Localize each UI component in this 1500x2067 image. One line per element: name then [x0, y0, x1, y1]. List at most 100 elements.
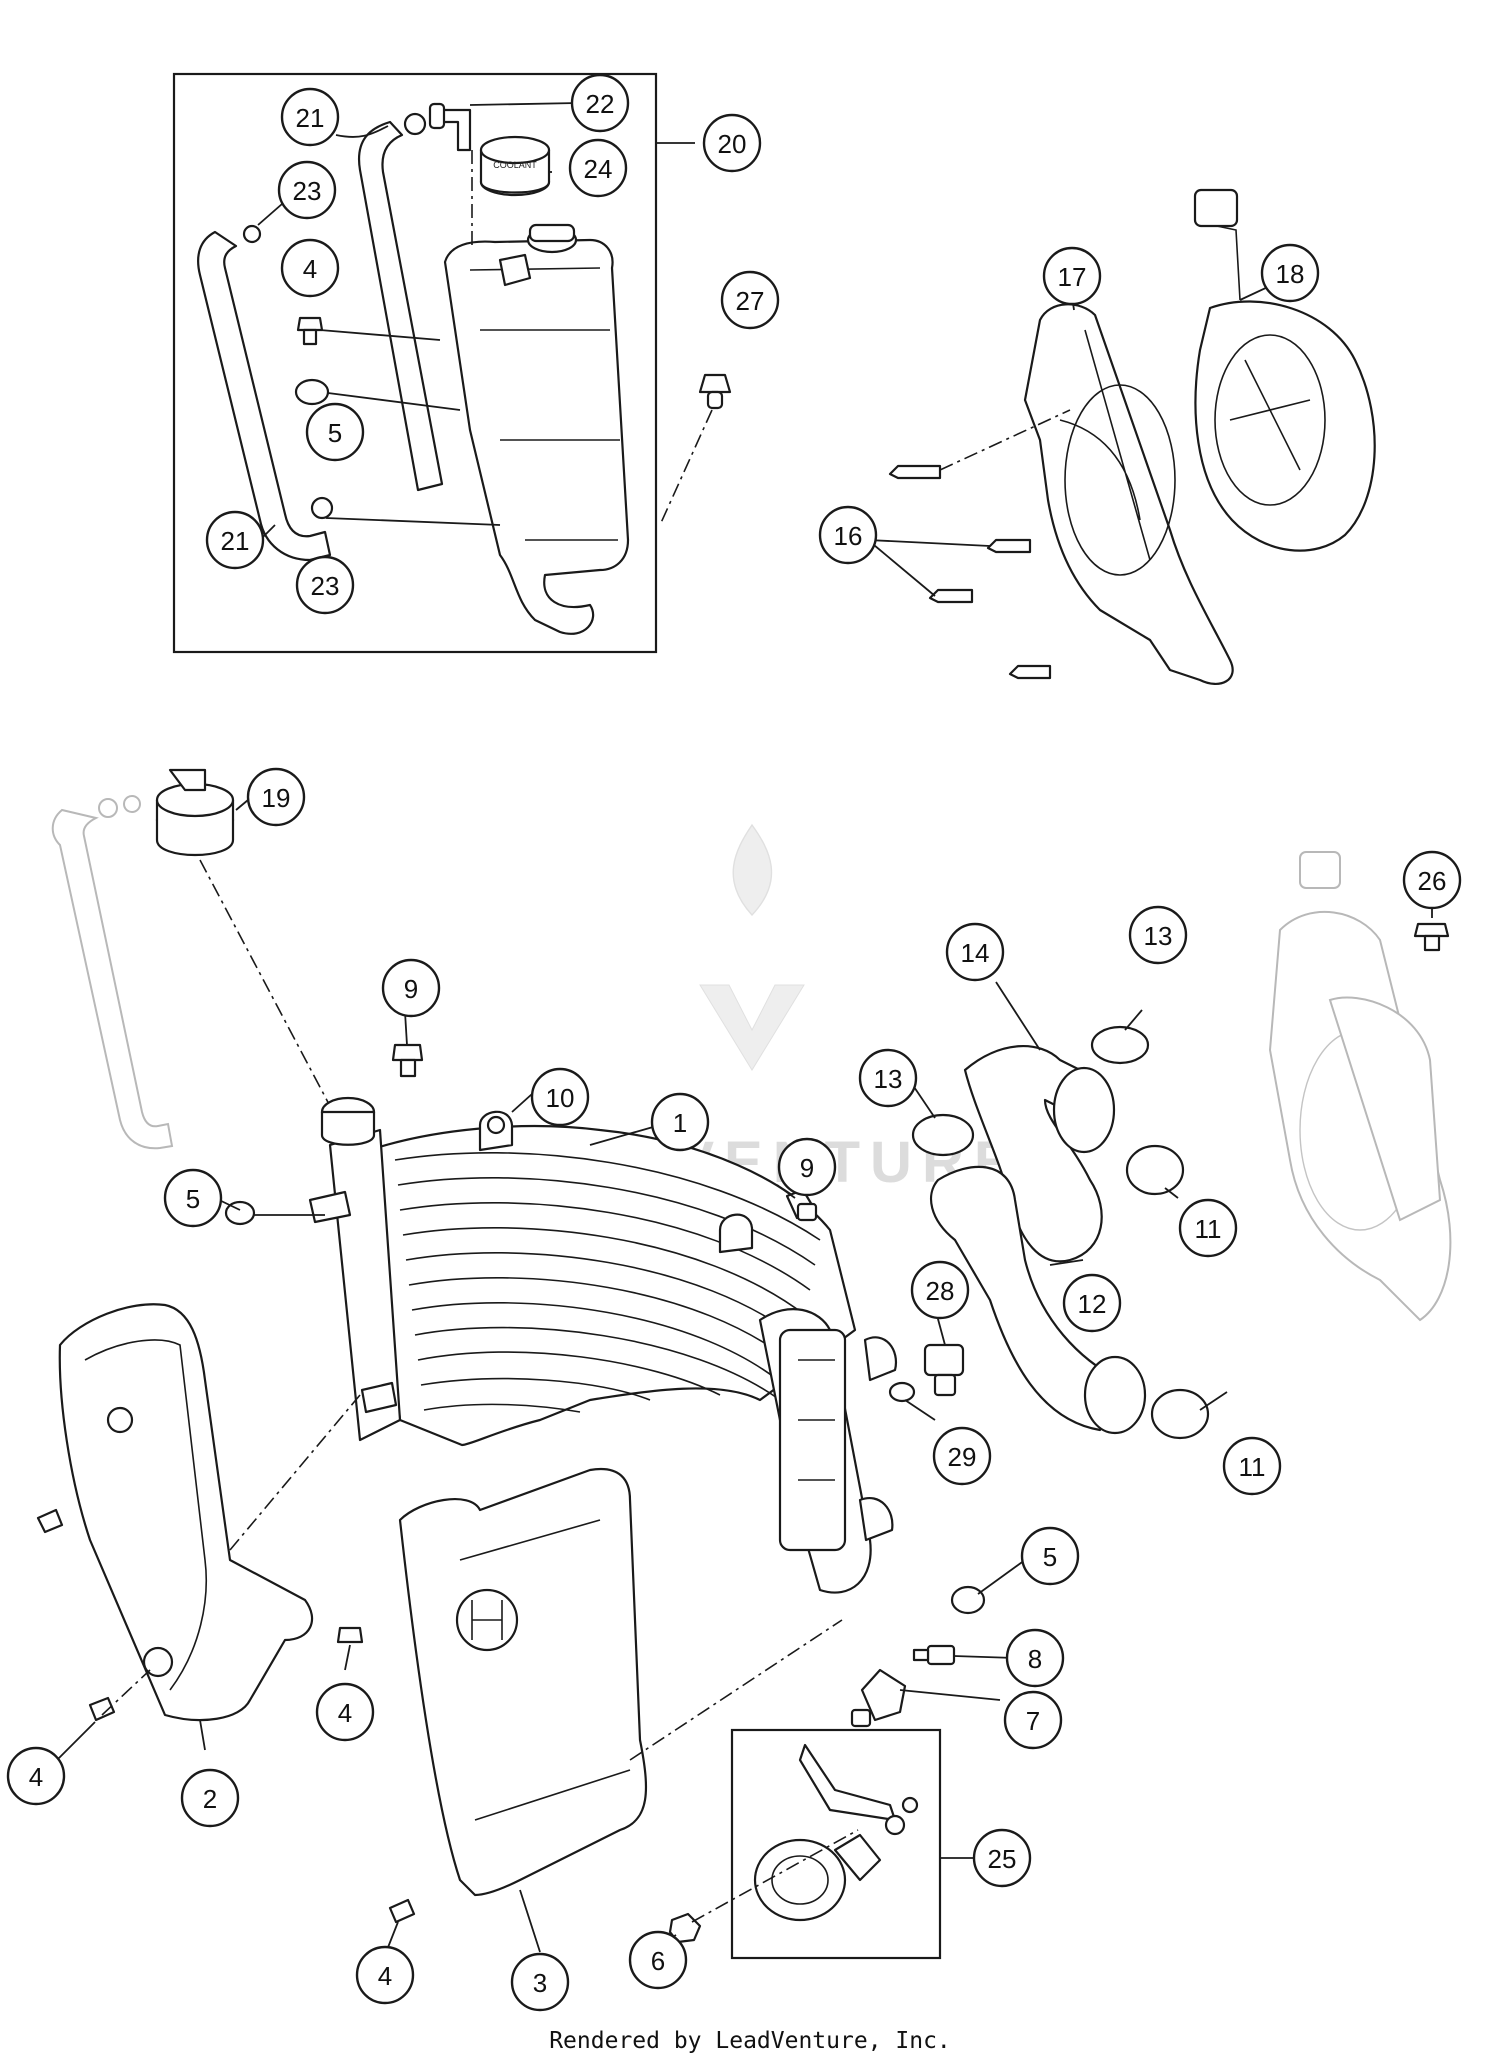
- callout-number: 12: [1078, 1289, 1107, 1319]
- radiator-front-cover: [398, 1467, 648, 1897]
- callout-number: 26: [1418, 866, 1447, 896]
- callout-4: 4: [355, 1945, 415, 2005]
- callout-circle: [1003, 1690, 1063, 1750]
- callout-circle: [163, 1168, 223, 1228]
- callout-circle: [280, 238, 340, 298]
- radiator-side-shroud: [58, 1303, 314, 1722]
- callout-circle: [1005, 1628, 1065, 1688]
- callout-9: 9: [381, 958, 441, 1018]
- overflow-hose-left: [197, 230, 332, 562]
- render-credit: Rendered by LeadVenture, Inc.: [549, 2028, 951, 2054]
- callout-23: 23: [295, 555, 355, 615]
- callout-4: 4: [6, 1746, 66, 1806]
- radiator-cap: [155, 768, 235, 856]
- shroud-bolts: [36, 1508, 416, 1924]
- callout-number: 10: [546, 1083, 575, 1113]
- callout-number: 23: [311, 571, 340, 601]
- callout-19: 19: [246, 767, 306, 827]
- callout-11: 11: [1222, 1436, 1282, 1496]
- callout-circle: [381, 958, 441, 1018]
- coolant-cap: COOLANT: [479, 135, 551, 197]
- radiator-lower-bolt: [912, 1644, 956, 1666]
- callout-20: 20: [702, 113, 762, 173]
- callout-circle: [1062, 1273, 1122, 1333]
- callout-circle: [510, 1952, 570, 2012]
- callout-4: 4: [315, 1682, 375, 1742]
- callout-number: 21: [221, 526, 250, 556]
- callout-number: 13: [1144, 921, 1173, 951]
- callout-number: 9: [800, 1153, 814, 1183]
- radiator-fins: [394, 1151, 821, 1413]
- radiator: [308, 1096, 898, 1594]
- callout-circle: [720, 270, 780, 330]
- callout-circle: [777, 1137, 837, 1197]
- callout-27: 27: [720, 270, 780, 330]
- callout-circle: [280, 87, 340, 147]
- callout-number: 14: [961, 938, 990, 968]
- horn: [753, 1743, 919, 1922]
- callout-8: 8: [1005, 1628, 1065, 1688]
- hose-fitting-elbow: [428, 102, 472, 152]
- callout-number: 7: [1026, 1706, 1040, 1736]
- callout-circle: [650, 1092, 710, 1152]
- callout-23: 23: [277, 160, 337, 220]
- callout-13: 13: [858, 1048, 918, 1108]
- cap-label: COOLANT: [493, 160, 537, 170]
- callout-number: 5: [1043, 1542, 1057, 1572]
- callout-10: 10: [530, 1067, 590, 1127]
- callout-circle: [1260, 243, 1320, 303]
- callout-circle: [6, 1746, 66, 1806]
- expansion-tank: [443, 223, 630, 635]
- callout-number: 21: [296, 103, 325, 133]
- upper-coolant-hose: [963, 1044, 1116, 1263]
- callout-number: 29: [948, 1442, 977, 1472]
- callout-circle: [932, 1426, 992, 1486]
- callout-number: 5: [186, 1184, 200, 1214]
- callout-circle: [702, 113, 762, 173]
- callout-circle: [180, 1768, 240, 1828]
- callout-circle: [1222, 1436, 1282, 1496]
- cooling-fan: [1193, 188, 1376, 552]
- hose-clamps: [911, 1025, 1210, 1440]
- callout-circle: [295, 555, 355, 615]
- callout-11: 11: [1178, 1198, 1238, 1258]
- callout-circle: [972, 1828, 1032, 1888]
- horn-kit-box: [730, 1728, 942, 1960]
- callout-9: 9: [777, 1137, 837, 1197]
- callout-number: 25: [988, 1844, 1017, 1874]
- callout-number: 24: [584, 154, 613, 184]
- callout-circle: [1042, 246, 1102, 306]
- callout-number: 2: [203, 1784, 217, 1814]
- callout-circle: [945, 922, 1005, 982]
- radiator-bolt-upper: [391, 1043, 424, 1078]
- callout-number: 18: [1276, 259, 1305, 289]
- callout-number: 11: [1239, 1452, 1266, 1482]
- callout-circle: [910, 1260, 970, 1320]
- callout-26: 26: [1402, 850, 1462, 910]
- callout-circle: [1128, 905, 1188, 965]
- callout-number: 16: [834, 521, 863, 551]
- callout-number: 27: [736, 286, 765, 316]
- callout-18: 18: [1260, 243, 1320, 303]
- callout-21: 21: [280, 87, 340, 147]
- callout-number: 4: [378, 1961, 392, 1991]
- callout-number: 19: [262, 783, 291, 813]
- callout-circle: [315, 1682, 375, 1742]
- callout-5: 5: [305, 402, 365, 462]
- lower-coolant-hose: [929, 1165, 1147, 1435]
- callout-circle: [246, 767, 306, 827]
- callout-circle: [628, 1930, 688, 1990]
- callout-7: 7: [1003, 1690, 1063, 1750]
- expansion-tank-kit-box: [172, 72, 658, 654]
- callout-5: 5: [1020, 1526, 1080, 1586]
- callout-number: 8: [1028, 1644, 1042, 1674]
- callout-circle: [568, 138, 628, 198]
- callout-14: 14: [945, 922, 1005, 982]
- callout-number: 4: [29, 1762, 43, 1792]
- callout-2: 2: [180, 1768, 240, 1828]
- tank-push-rivet: [698, 373, 732, 410]
- callout-number: 3: [533, 1968, 547, 1998]
- tank-grommet: [294, 378, 330, 406]
